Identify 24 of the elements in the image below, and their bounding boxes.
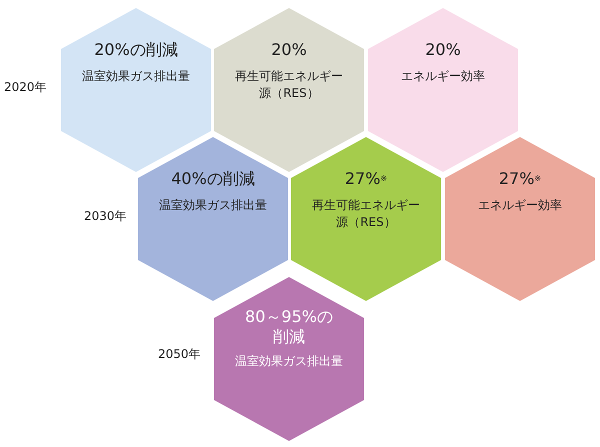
hexagon-tile <box>368 8 518 172</box>
hexagon-tile <box>214 8 364 172</box>
target-description: エネルギー効率 <box>477 197 563 214</box>
hexagon-tile <box>61 8 211 172</box>
target-value: 27%$^{※}$ <box>498 169 542 189</box>
target-description: 温室効果ガス排出量 <box>158 197 268 214</box>
year-label: 2050年 <box>158 346 201 363</box>
target-value: 27%$^{※}$ <box>344 169 388 189</box>
target-description: 温室効果ガス排出量 <box>234 353 344 370</box>
year-label: 2030年 <box>84 208 127 225</box>
year-label: 2020年 <box>4 79 47 96</box>
target-description: 再生可能エネルギー源（RES） <box>311 197 421 231</box>
target-description: エネルギー効率 <box>400 68 486 85</box>
target-value: 20%の削減 <box>94 40 178 60</box>
target-value: 20% <box>425 40 461 60</box>
target-value: 40%の削減 <box>171 169 255 189</box>
hexagon-tile <box>214 277 364 441</box>
hexagon-tile <box>138 137 288 301</box>
target-value: 80～95%の削減 <box>244 307 334 347</box>
target-value: 20% <box>271 40 307 60</box>
hexagon-tile <box>445 137 595 301</box>
target-description: 温室効果ガス排出量 <box>81 68 191 85</box>
target-description: 再生可能エネルギー源（RES） <box>234 68 344 102</box>
hexagon-tile <box>291 137 441 301</box>
